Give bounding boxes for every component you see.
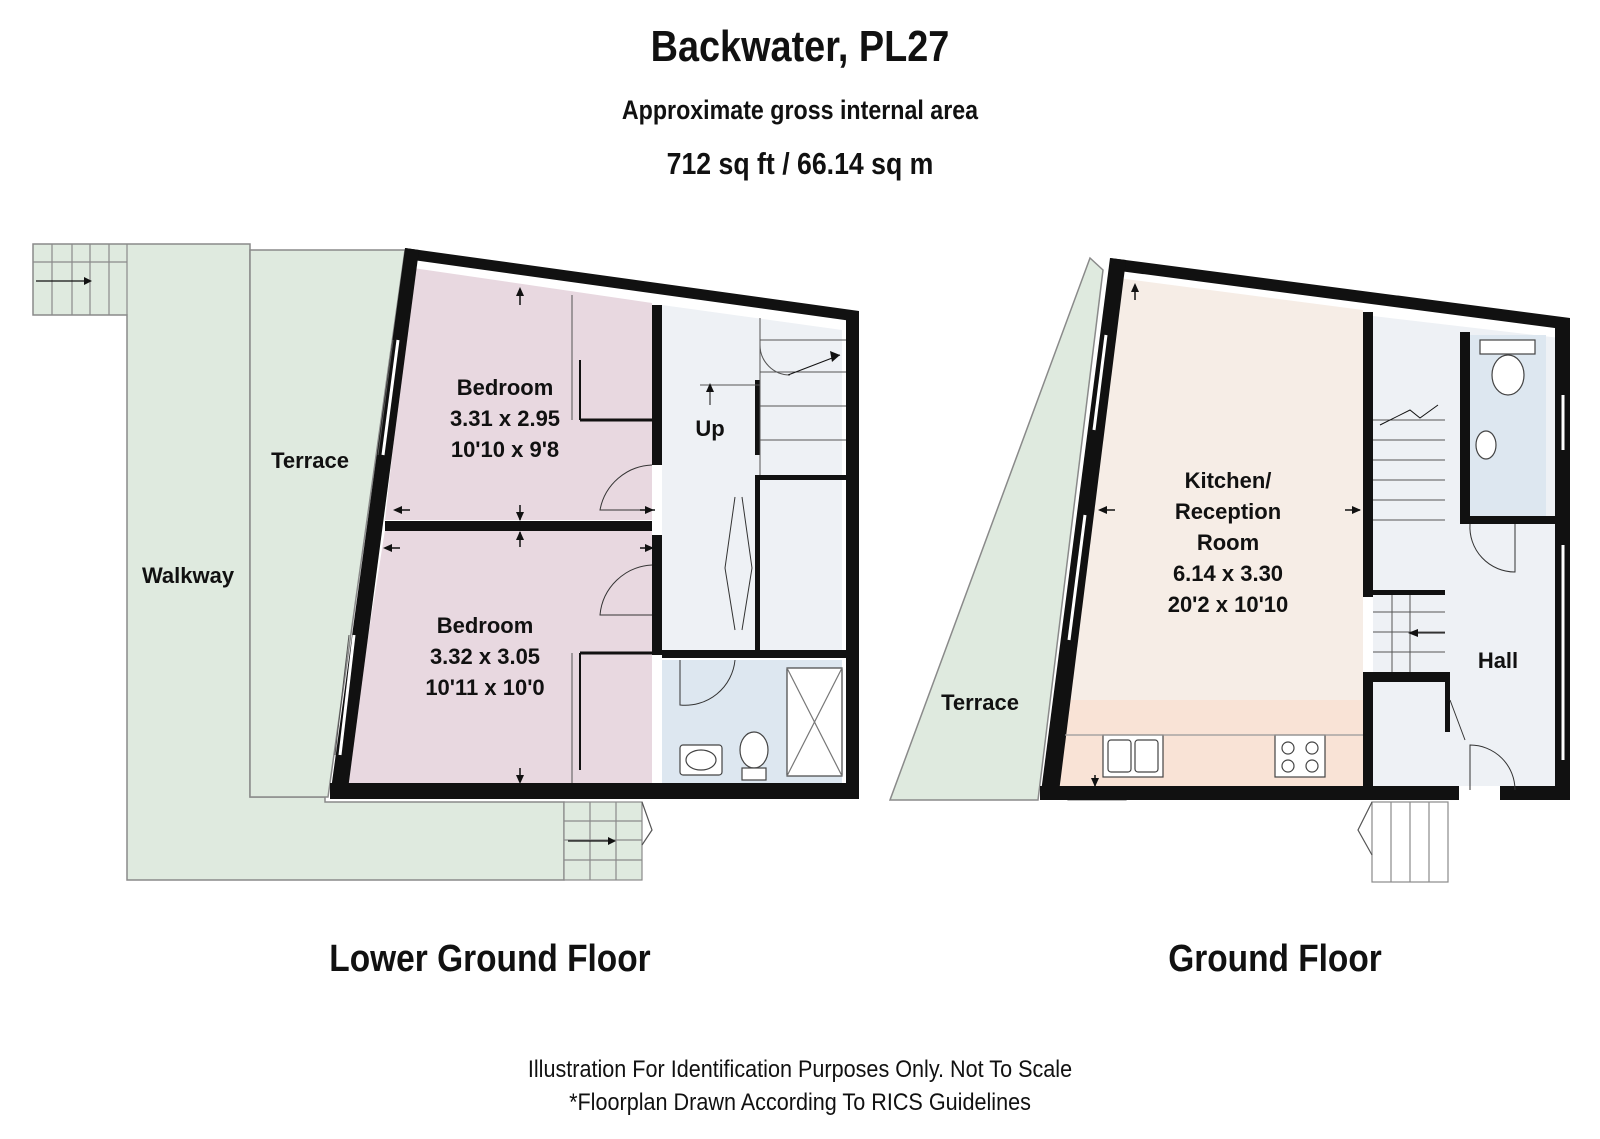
bedroom2-floor <box>345 530 652 783</box>
walkway-label: Walkway <box>142 563 235 588</box>
bedroom1-name: Bedroom <box>457 375 554 400</box>
hall-label: Hall <box>1478 648 1518 673</box>
steps-bottom <box>563 801 653 881</box>
terrace-area-ground <box>888 256 1104 801</box>
kitchen-label-line3: Room <box>1197 530 1259 555</box>
terrace-area-lower <box>249 249 406 798</box>
bedroom2-name: Bedroom <box>437 613 534 638</box>
bedroom1-imperial: 10'10 x 9'8 <box>451 437 559 462</box>
stairs-up-label: Up <box>695 416 724 441</box>
kitchen-imperial: 20'2 x 10'10 <box>1168 592 1289 617</box>
disclaimer-line: Illustration For Identification Purposes… <box>527 1056 1073 1083</box>
rics-note-line: *Floorplan Drawn According To RICS Guide… <box>569 1089 1031 1116</box>
lower-ground-floor-plan <box>32 243 859 881</box>
plan-subtitle: Approximate gross internal area <box>621 95 979 125</box>
ground-steps-bottom <box>1067 785 1449 883</box>
ground-dimension-arrows <box>1091 283 1361 787</box>
ground-floor-plan <box>888 256 1570 883</box>
steps-top-left <box>33 244 128 315</box>
wc-fixtures <box>1475 339 1536 460</box>
plan-title: Backwater, PL27 <box>650 22 950 71</box>
bedroom1-metric: 3.31 x 2.95 <box>450 406 560 431</box>
kitchen-label-line2: Reception <box>1175 499 1281 524</box>
kitchen-label-line1: Kitchen/ <box>1185 468 1272 493</box>
kitchen-metric: 6.14 x 3.30 <box>1173 561 1283 586</box>
plan-area: 712 sq ft / 66.14 sq m <box>666 146 934 181</box>
kitchen-fixtures <box>1065 734 1363 778</box>
bedroom1-floor <box>385 268 652 520</box>
bedroom2-imperial: 10'11 x 10'0 <box>425 675 544 700</box>
kitchen-floor <box>1065 278 1363 700</box>
lower-stairs <box>700 318 846 475</box>
lower-dimension-arrows <box>383 287 655 784</box>
lower-ground-floor-label: Lower Ground Floor <box>329 938 651 980</box>
bedroom2-metric: 3.32 x 3.05 <box>430 644 540 669</box>
stair-hall-floor <box>662 305 842 655</box>
shower-room-fixtures <box>679 667 843 781</box>
ground-windows <box>1067 334 1565 760</box>
terrace-label-lower: Terrace <box>271 448 349 473</box>
ground-floor-label: Ground Floor <box>1168 938 1382 980</box>
lower-windows <box>338 339 400 756</box>
terrace-label-ground: Terrace <box>941 690 1019 715</box>
ground-stairs <box>1373 404 1516 791</box>
